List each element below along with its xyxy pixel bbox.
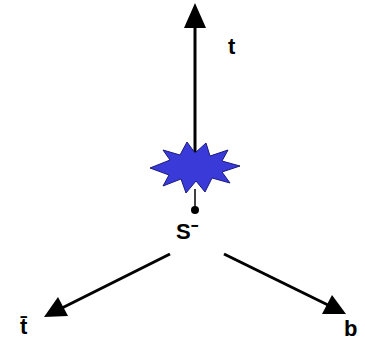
vertex-dot — [191, 206, 199, 214]
bottom-line — [224, 254, 330, 306]
bottom-arrowhead — [322, 295, 346, 314]
interaction-burst — [150, 142, 240, 193]
top-arrowhead — [184, 3, 206, 28]
particle-label: t̄ — [20, 316, 27, 338]
particle-label: b — [344, 318, 357, 340]
particle-label: S⁻ — [176, 221, 198, 243]
particle-label: t — [228, 36, 235, 58]
top-line — [194, 26, 197, 152]
stem-line — [194, 189, 196, 207]
antitop-line — [60, 254, 170, 309]
antitop-arrowhead — [44, 297, 68, 317]
